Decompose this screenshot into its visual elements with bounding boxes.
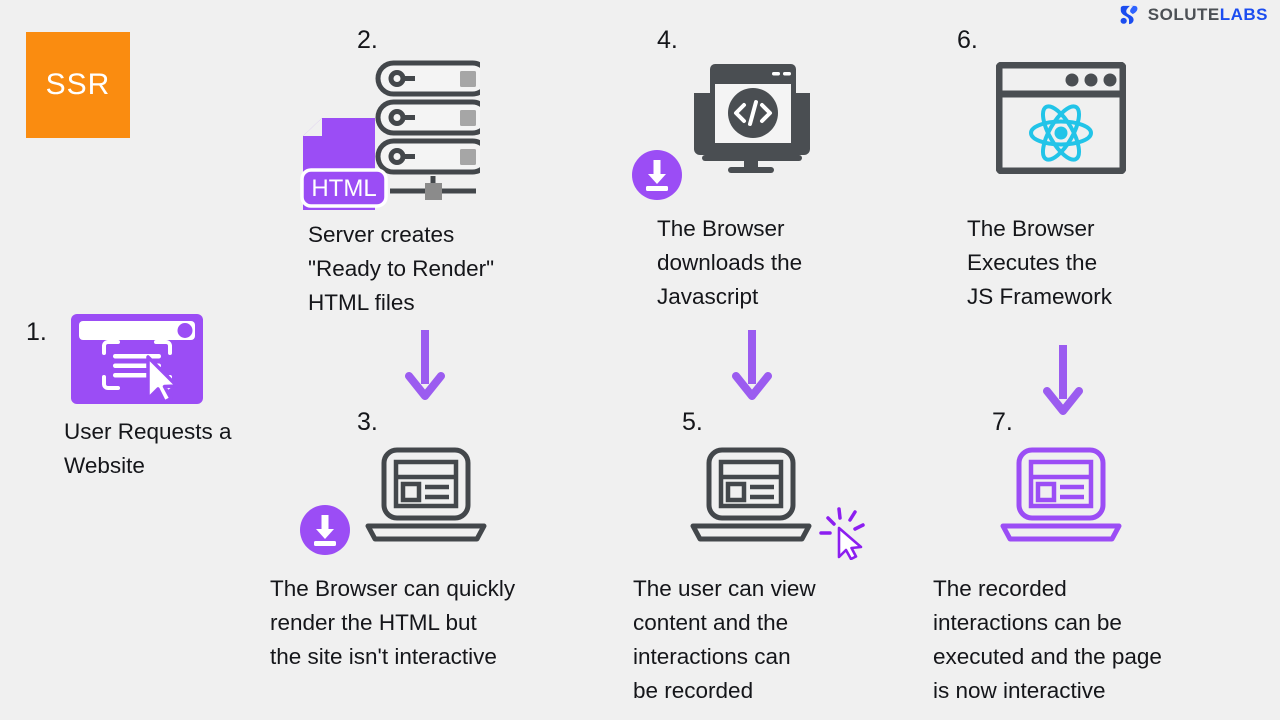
step-3-number: 3. [357,408,378,436]
arrow-step4-to-step5 [732,330,772,400]
download-badge-icon [300,505,350,555]
step-2-number: 2. [357,26,378,54]
laptop-wireframe-purple-icon [1000,447,1122,542]
laptop-wireframe-dark-icon [365,447,487,542]
step-6-caption: The Browser Executes the JS Framework [967,216,1113,309]
step-2-caption: Server creates "Ready to Render" HTML fi… [308,222,495,315]
step-4-number: 4. [657,26,678,54]
step-5-number: 5. [682,408,703,436]
solutelabs-mark-icon [1120,5,1138,25]
ssr-badge: SSR [26,32,130,138]
step-7-caption: The recorded interactions can be execute… [933,576,1162,703]
brand-name-part1: SOLUTE [1147,5,1220,24]
svg-text:HTML: HTML [311,175,376,202]
browser-window-react-logo-icon [996,62,1126,174]
arrow-step2-to-step3 [405,330,445,400]
click-cursor-purple-icon [819,507,865,560]
arrow-step6-to-step7 [1043,345,1083,415]
step-5-caption: The user can view content and the intera… [633,576,816,703]
brand-wordmark: SOLUTELABS [1148,5,1268,25]
step-1-caption: User Requests a Website [64,419,232,478]
step-6-number: 6. [957,26,978,54]
laptop-wireframe-dark-icon [690,447,812,542]
browser-window-purple-cursor-icon [71,314,203,404]
brand-logo: SOLUTELABS [1118,4,1268,26]
server-rack-with-html-file-icon: HTML [300,60,480,210]
step-3-caption: The Browser can quickly render the HTML … [270,576,516,669]
step-4-caption: The Browser downloads the Javascript [657,216,803,309]
ssr-badge-label: SSR [45,68,111,101]
monitor-code-brackets-icon [694,64,810,173]
step-7-number: 7. [992,408,1013,436]
step-1-number: 1. [26,318,47,346]
brand-name-part2: LABS [1219,5,1268,24]
download-badge-icon [632,150,682,200]
